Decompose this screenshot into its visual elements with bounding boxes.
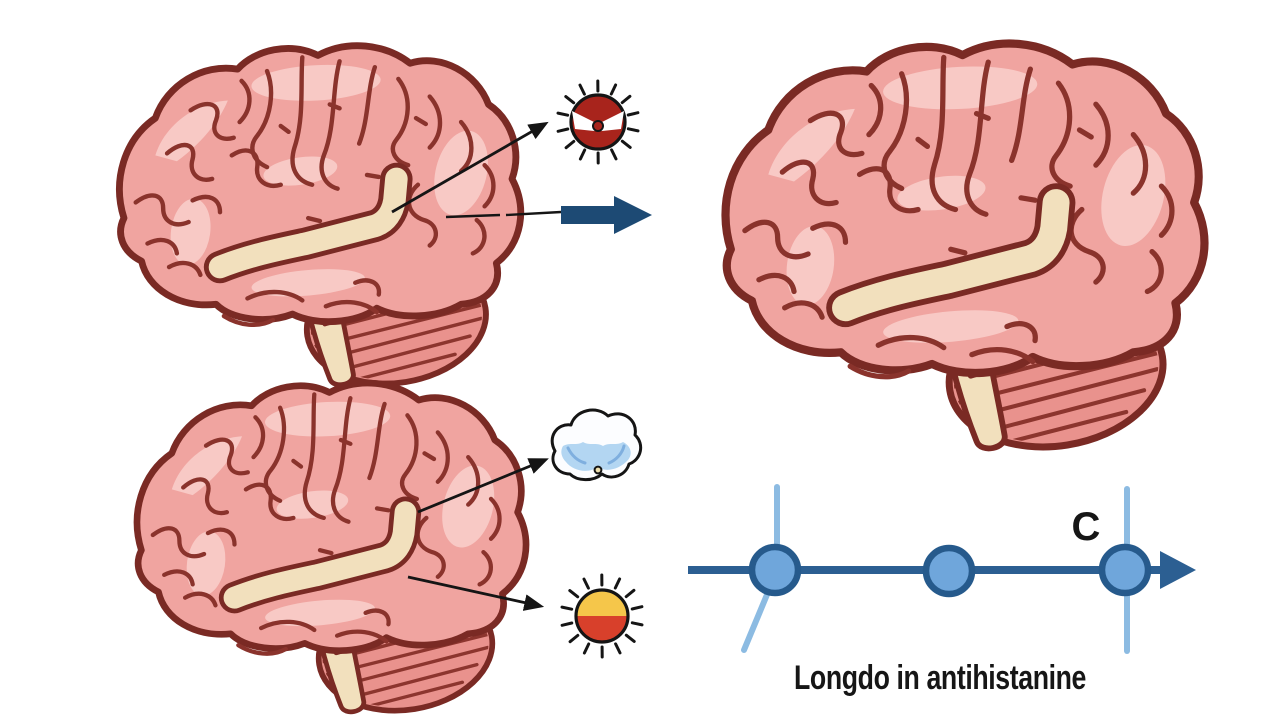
timeline-tick-1-down: [741, 582, 774, 653]
brain-bottom-left: [137, 383, 526, 720]
timeline: C: [688, 484, 1196, 654]
cloud-icon: [550, 408, 643, 482]
brain-top-right: [725, 44, 1204, 463]
timeline-node-1: [748, 543, 802, 597]
timeline-node-2: [922, 544, 976, 598]
timeline-node-3: [1098, 543, 1152, 597]
arrow-to-sun-icon: [407, 575, 545, 611]
timeline-arrowhead: [1160, 551, 1196, 589]
sun-icon: [560, 573, 644, 659]
stage-label: C: [1072, 505, 1101, 549]
transform-arrow: [561, 196, 652, 234]
arrow-to-histamine-icon: [391, 121, 549, 214]
histamine-burst-icon: [556, 79, 640, 165]
pointer-line: [445, 210, 562, 219]
arrow-to-cloud-icon: [417, 458, 549, 514]
caption-text: Longdo in antihistanine: [794, 659, 1086, 697]
brain-top-left: [119, 46, 520, 397]
